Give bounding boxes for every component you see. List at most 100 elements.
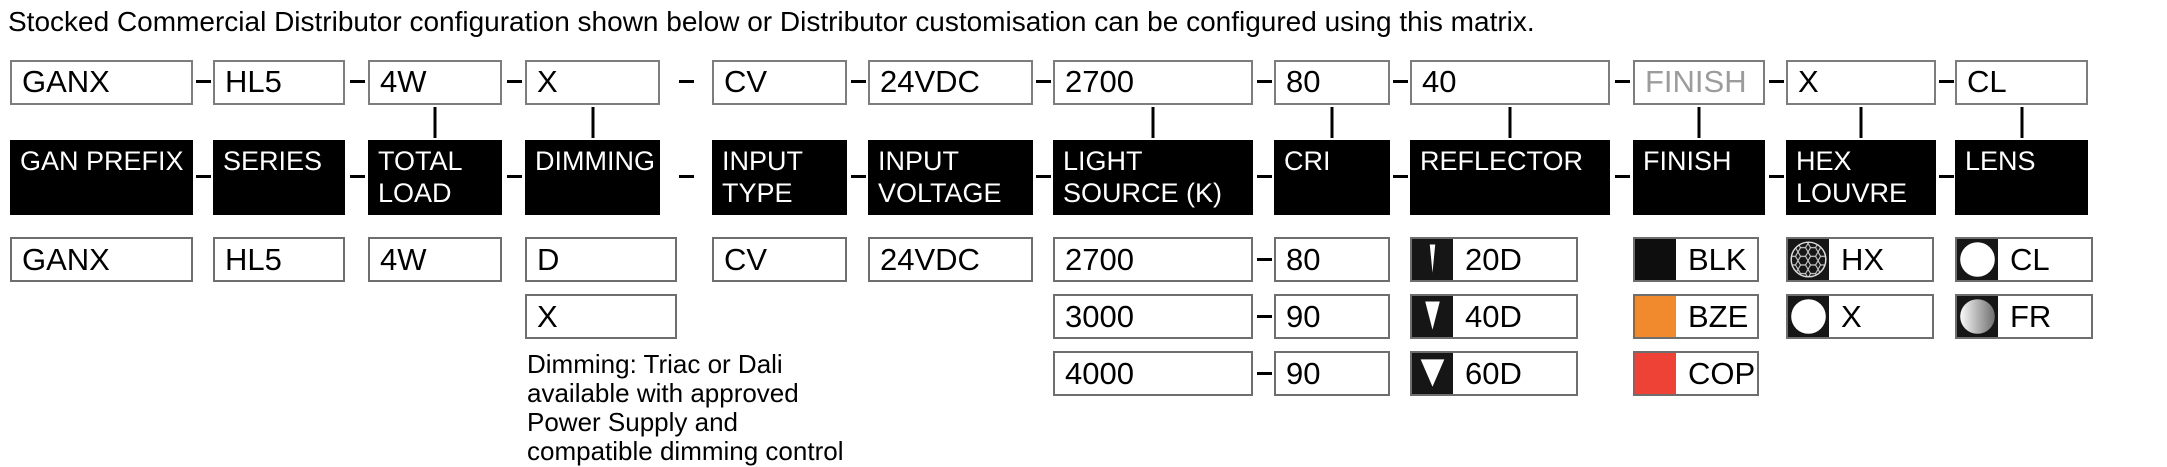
dimming-note-line: compatible dimming control	[527, 436, 844, 466]
code-dash	[1393, 80, 1408, 83]
clear-lens-icon	[1957, 239, 1998, 280]
code-input-type: CV	[712, 60, 847, 105]
header-dash	[196, 175, 211, 178]
option-label: 4W	[380, 241, 427, 277]
option-label: 90	[1286, 298, 1321, 334]
header-dash	[507, 175, 522, 178]
dimming-note-line: Power Supply and	[527, 407, 739, 437]
header-finish: FINISH	[1633, 140, 1765, 215]
code-dimming: X	[525, 60, 660, 105]
code-dash	[350, 80, 365, 83]
connector-tick	[1859, 107, 1863, 138]
header-dash	[1615, 175, 1630, 178]
code-dash	[1036, 80, 1051, 83]
option-label: HX	[1841, 241, 1885, 277]
option-label: BLK	[1688, 241, 1747, 277]
option-total-load-4w: 4W	[368, 237, 502, 282]
cri-link-dash	[1257, 372, 1272, 375]
option-label: D	[537, 241, 560, 277]
code-hex-louvre: X	[1786, 60, 1936, 105]
option-light-source-4000: 4000	[1053, 351, 1253, 396]
header-dash	[350, 175, 365, 178]
header-hex-louvre: HEX LOUVRE	[1786, 140, 1936, 215]
header-dash	[1257, 175, 1272, 178]
option-label: CV	[724, 241, 768, 277]
header-dash	[1769, 175, 1784, 178]
connector-tick	[1330, 107, 1334, 138]
header-dash	[679, 175, 694, 178]
header-dash	[851, 175, 866, 178]
dimming-note: Dimming: Triac or Dali available with ap…	[527, 350, 843, 466]
header-dimming: DIMMING	[525, 140, 660, 215]
option-label: 40D	[1465, 298, 1522, 334]
option-reflector-60d: 60D	[1410, 351, 1578, 396]
header-input-type: INPUT TYPE	[712, 140, 847, 215]
cri-link-dash	[1257, 258, 1272, 261]
option-dimming-x: X	[525, 294, 677, 339]
header-total-load: TOTAL LOAD	[368, 140, 502, 215]
matrix-title: Stocked Commercial Distributor configura…	[8, 6, 1535, 37]
option-label: BZE	[1688, 298, 1749, 334]
option-gan-prefix-ganx: GANX	[10, 237, 193, 282]
option-label: 2700	[1065, 241, 1134, 277]
header-reflector: REFLECTOR	[1410, 140, 1610, 215]
header-dash	[1036, 175, 1051, 178]
code-cri: 80	[1274, 60, 1390, 105]
cri-link-dash	[1257, 315, 1272, 318]
option-label: 60D	[1465, 355, 1522, 391]
code-input-voltage: 24VDC	[868, 60, 1033, 105]
beam-medium-icon	[1412, 296, 1453, 337]
code-dash	[196, 80, 211, 83]
option-lens-fr: FR	[1955, 294, 2093, 339]
open-circle-icon	[1788, 296, 1829, 337]
option-light-source-3000: 3000	[1053, 294, 1253, 339]
header-dash	[1393, 175, 1408, 178]
finish-swatch-black	[1635, 239, 1676, 280]
header-input-voltage: INPUT VOLTAGE	[868, 140, 1033, 215]
code-light-source: 2700	[1053, 60, 1253, 105]
beam-wide-icon	[1412, 353, 1453, 394]
connector-tick	[591, 107, 594, 138]
header-dash	[1939, 175, 1954, 178]
option-input-type-cv: CV	[712, 237, 847, 282]
connector-tick	[1508, 107, 1512, 138]
connector-tick	[1151, 107, 1155, 138]
option-dimming-d: D	[525, 237, 677, 282]
connector-tick	[1697, 107, 1701, 138]
option-label: 20D	[1465, 241, 1522, 277]
code-gan-prefix: GANX	[10, 60, 193, 105]
option-label: 3000	[1065, 298, 1134, 334]
hex-louvre-icon	[1788, 239, 1829, 280]
finish-swatch-copper	[1635, 353, 1676, 394]
option-finish-cop: COP	[1633, 351, 1759, 396]
header-light-source: LIGHT SOURCE (K)	[1053, 140, 1253, 215]
option-label: COP	[1688, 355, 1756, 391]
code-dash	[1615, 80, 1630, 83]
option-cri-90b: 90	[1274, 351, 1390, 396]
option-label: HL5	[225, 241, 282, 277]
option-light-source-2700: 2700	[1053, 237, 1253, 282]
option-cri-90a: 90	[1274, 294, 1390, 339]
header-lens: LENS	[1955, 140, 2088, 215]
connector-tick	[433, 107, 437, 138]
dimming-note-line: available with approved	[527, 378, 799, 408]
header-cri: CRI	[1274, 140, 1390, 215]
option-reflector-40d: 40D	[1410, 294, 1578, 339]
option-label: 24VDC	[880, 241, 980, 277]
connector-tick	[2020, 107, 2023, 138]
code-dash	[1257, 80, 1272, 83]
option-reflector-20d: 20D	[1410, 237, 1578, 282]
option-finish-bze: BZE	[1633, 294, 1759, 339]
option-label: 80	[1286, 241, 1321, 277]
header-series: SERIES	[213, 140, 345, 215]
code-dash	[507, 80, 522, 83]
option-label: FR	[2010, 298, 2052, 334]
option-label: CL	[2010, 241, 2050, 277]
option-finish-blk: BLK	[1633, 237, 1759, 282]
code-dash	[851, 80, 866, 83]
code-series: HL5	[213, 60, 345, 105]
finish-swatch-bronze	[1635, 296, 1676, 337]
code-lens: CL	[1955, 60, 2088, 105]
header-gan-prefix: GAN PREFIX	[10, 140, 193, 215]
